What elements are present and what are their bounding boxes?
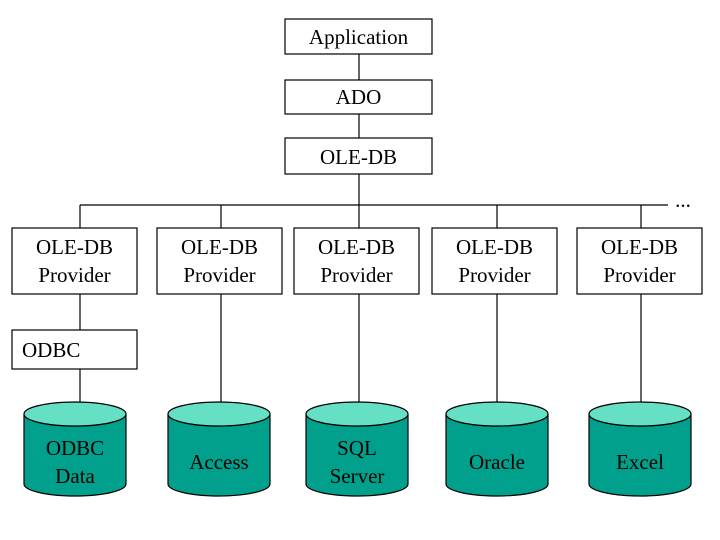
database-cylinder-oracle: Oracle: [445, 401, 549, 497]
data-source-label: Oracle: [469, 450, 525, 474]
provider-box-5: OLE-DB Provider: [576, 227, 703, 295]
cylinder-top: [445, 401, 549, 427]
data-source-label: Access: [189, 450, 248, 474]
odbc-box: ODBC: [11, 329, 138, 370]
ado-box: ADO: [284, 79, 433, 115]
provider-label-line2: Provider: [458, 263, 530, 287]
provider-box-2: OLE-DB Provider: [156, 227, 283, 295]
cylinder-top: [23, 401, 127, 427]
cylinder-top: [167, 401, 271, 427]
provider-label-line2: Provider: [320, 263, 392, 287]
database-cylinder-odbc-data: ODBC Data: [23, 401, 127, 497]
database-cylinder-excel: Excel: [588, 401, 692, 497]
database-cylinder-sql-server: SQL Server: [305, 401, 409, 497]
connectors: [79, 54, 668, 402]
application-box: Application: [284, 18, 433, 55]
provider-label-line1: OLE-DB: [456, 235, 533, 259]
provider-label-line1: OLE-DB: [36, 235, 113, 259]
data-source-label: ODBC: [46, 436, 104, 460]
provider-box-3: OLE-DB Provider: [293, 227, 420, 295]
oledb-label: OLE-DB: [320, 145, 397, 169]
oledb-box: OLE-DB: [284, 137, 433, 175]
odbc-label: ODBC: [22, 338, 80, 362]
provider-label-line2: Provider: [603, 263, 675, 287]
provider-label-line2: Provider: [183, 263, 255, 287]
data-source-label: SQL: [337, 436, 377, 460]
provider-label-line1: OLE-DB: [601, 235, 678, 259]
provider-label-line1: OLE-DB: [318, 235, 395, 259]
provider-label-line2: Provider: [38, 263, 110, 287]
provider-label-line1: OLE-DB: [181, 235, 258, 259]
provider-box-1: OLE-DB Provider: [11, 227, 138, 295]
provider-box-4: OLE-DB Provider: [431, 227, 558, 295]
application-label: Application: [309, 25, 409, 49]
data-source-label: Server: [330, 464, 385, 488]
data-sources: ODBC Data Access SQL Server Oracle Excel: [23, 401, 692, 497]
database-cylinder-access: Access: [167, 401, 271, 497]
data-source-label: Data: [55, 464, 95, 488]
data-source-label: Excel: [616, 450, 664, 474]
cylinder-top: [588, 401, 692, 427]
more-providers-ellipsis: ...: [675, 188, 691, 212]
ado-label: ADO: [336, 85, 382, 109]
cylinder-top: [305, 401, 409, 427]
